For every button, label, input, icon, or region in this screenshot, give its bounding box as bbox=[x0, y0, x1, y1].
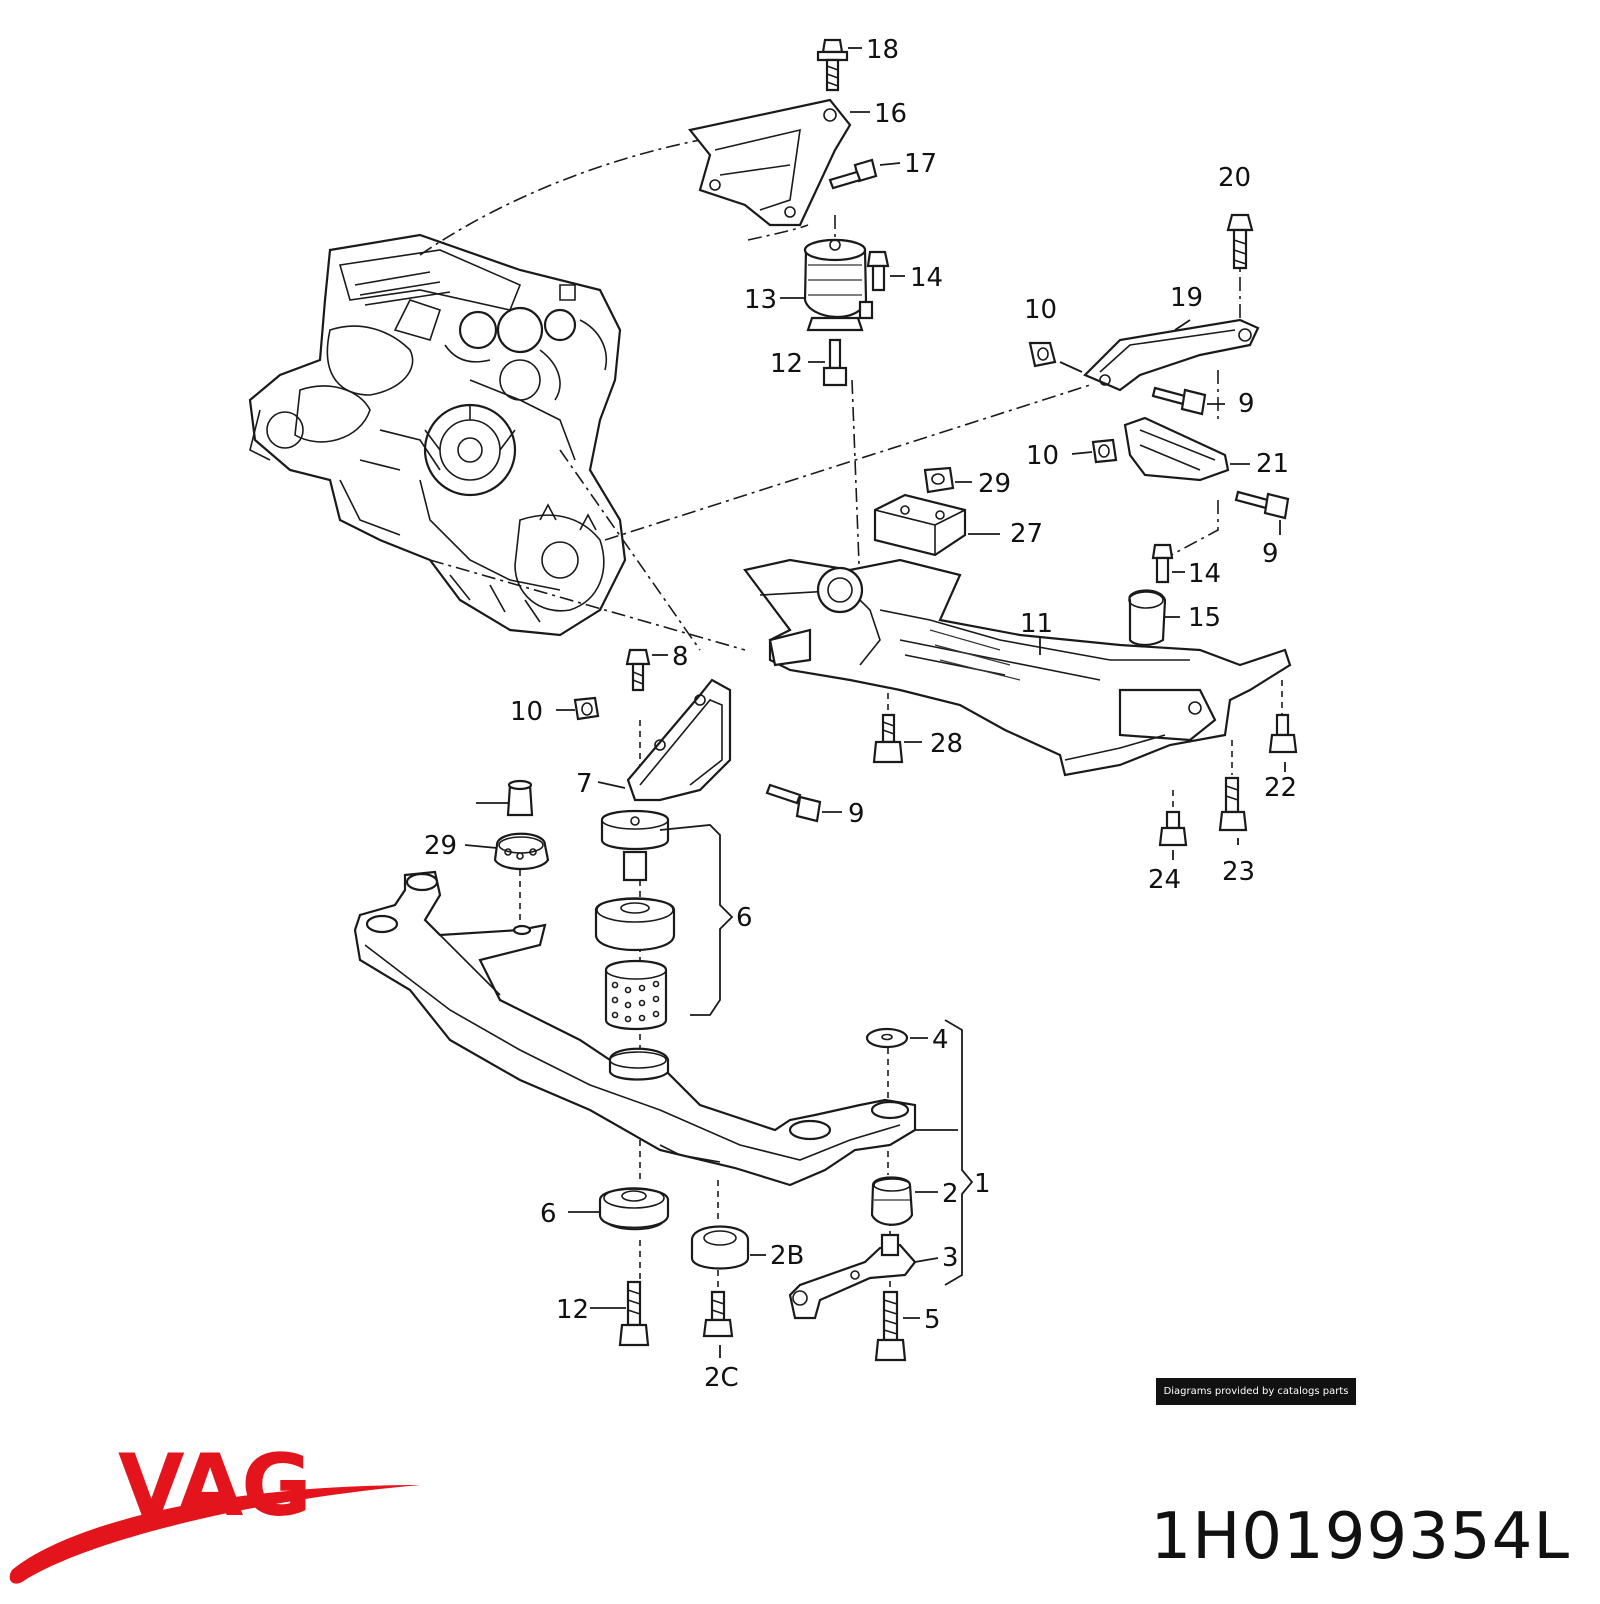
bolt-22 bbox=[1268, 713, 1298, 754]
engine-bracket-16 bbox=[688, 38, 878, 227]
link-3 bbox=[788, 1233, 917, 1320]
assembly-lines bbox=[419, 139, 1283, 1295]
bolt-24 bbox=[1158, 810, 1188, 847]
callout-3: 3 bbox=[942, 1243, 959, 1273]
bracket-7 bbox=[573, 648, 822, 823]
sleeve-29 bbox=[506, 779, 534, 817]
callout-6-bottom: 6 bbox=[540, 1199, 557, 1229]
nut-27 bbox=[923, 466, 955, 494]
pad-2b bbox=[690, 1225, 750, 1270]
callout-10-left: 10 bbox=[510, 697, 543, 727]
callout-5: 5 bbox=[924, 1305, 941, 1335]
bracket-21 bbox=[1091, 416, 1290, 520]
part-number: 1H0199354L bbox=[1150, 1500, 1570, 1574]
callout-22: 22 bbox=[1264, 773, 1297, 803]
engine-mount-13 bbox=[803, 238, 890, 387]
bolt-2c bbox=[702, 1290, 734, 1338]
mount-15 bbox=[1128, 543, 1174, 646]
callout-23: 23 bbox=[1222, 857, 1255, 887]
seat-28 bbox=[493, 832, 550, 870]
callout-2c: 2C bbox=[704, 1363, 739, 1393]
callout-17: 17 bbox=[904, 149, 937, 179]
callout-7: 7 bbox=[576, 769, 593, 799]
bushing-set-6 bbox=[594, 809, 734, 1031]
bolt-12-lower bbox=[618, 1280, 650, 1347]
leader-lines bbox=[464, 47, 1286, 1358]
callout-8: 8 bbox=[672, 642, 689, 672]
buffer-25 bbox=[873, 493, 967, 557]
callout-19: 19 bbox=[1170, 283, 1203, 313]
callout-28: 29 bbox=[424, 831, 457, 861]
callout-27: 29 bbox=[978, 469, 1011, 499]
callout-13: 13 bbox=[744, 285, 777, 315]
subframe-11 bbox=[743, 558, 1292, 777]
callout-9-left: 9 bbox=[848, 799, 865, 829]
bolt-23 bbox=[1218, 776, 1248, 832]
callout-2: 2 bbox=[942, 1179, 959, 1209]
diagram-credit-banner: Diagrams provided by catalogs parts bbox=[1156, 1378, 1356, 1405]
callout-10-right-top: 10 bbox=[1024, 295, 1057, 325]
callout-2b: 2B bbox=[770, 1241, 804, 1271]
callout-12-top: 12 bbox=[770, 349, 803, 379]
washer-4 bbox=[865, 1027, 909, 1049]
bolt-5 bbox=[874, 1290, 907, 1362]
callout-6-top: 6 bbox=[736, 903, 753, 933]
callout-11: 11 bbox=[1020, 609, 1053, 639]
callout-14-right: 14 bbox=[1188, 559, 1221, 589]
engine-assembly bbox=[248, 233, 627, 637]
callout-20: 20 bbox=[1218, 163, 1251, 193]
callout-9-right: 9 bbox=[1262, 539, 1279, 569]
callout-16: 16 bbox=[874, 99, 907, 129]
callout-1: 1 bbox=[974, 1169, 991, 1199]
callout-26: 28 bbox=[930, 729, 963, 759]
bolt-26 bbox=[872, 713, 904, 764]
callout-labels: 18 16 17 20 14 13 12 10 19 9 10 21 29 27… bbox=[424, 35, 1297, 1393]
callout-21: 21 bbox=[1256, 449, 1289, 479]
callout-24: 24 bbox=[1148, 865, 1181, 895]
vag-logo: VAG bbox=[0, 1430, 450, 1600]
callout-14-top: 14 bbox=[910, 263, 943, 293]
crossmember-1 bbox=[353, 870, 917, 1187]
logo-swoosh bbox=[9, 1485, 420, 1584]
bushing-6-lower bbox=[598, 1187, 670, 1231]
bushing-2 bbox=[870, 1176, 914, 1226]
callout-4: 4 bbox=[932, 1025, 949, 1055]
logo-wordmark: VAG bbox=[118, 1436, 310, 1536]
callout-10-right: 10 bbox=[1026, 441, 1059, 471]
callout-25: 27 bbox=[1010, 519, 1043, 549]
callout-9-right-top: 9 bbox=[1238, 389, 1255, 419]
callout-18: 18 bbox=[866, 35, 899, 65]
callout-12-bottom: 12 bbox=[556, 1295, 589, 1325]
bracket-19 bbox=[1028, 213, 1260, 416]
callout-15: 15 bbox=[1188, 603, 1221, 633]
